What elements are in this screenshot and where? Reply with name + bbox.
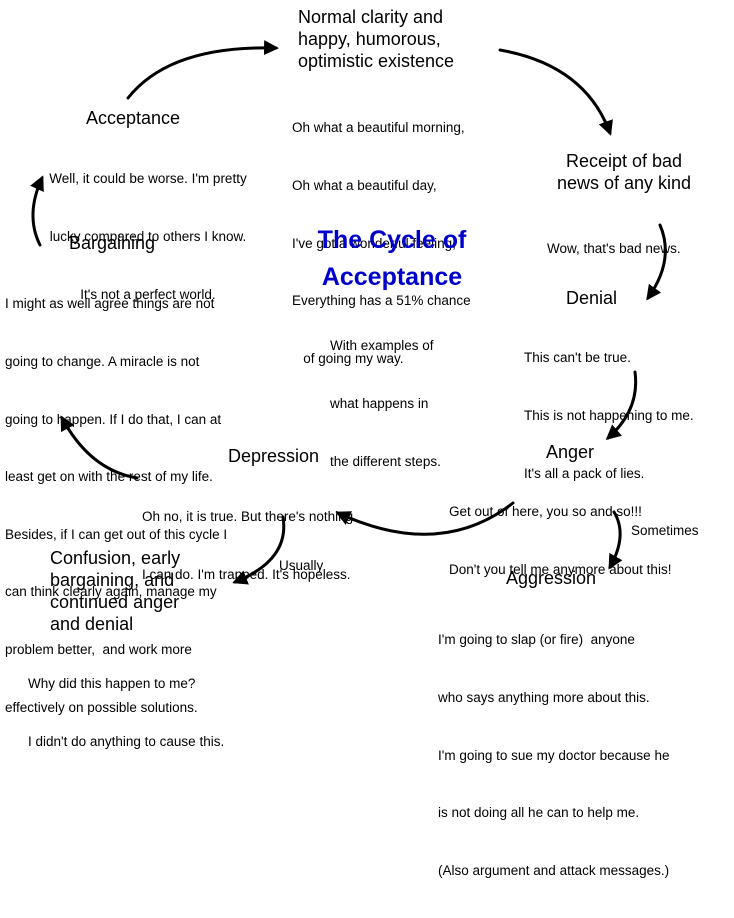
text-line: I've got a wonderful feeling, [292, 235, 456, 251]
text-line: Besides, if I can get out of this cycle … [5, 526, 228, 542]
stage-acceptance-heading: Acceptance [86, 107, 180, 129]
text-line: Oh no, it is true. But there's nothing [142, 509, 354, 525]
heading-line: continued anger [50, 592, 180, 612]
heading-line: Anger [546, 442, 595, 462]
heading-line: bargaining, and [50, 570, 175, 590]
stage-acceptance-text: Well, it could be worse. I'm pretty luck… [22, 131, 274, 342]
arrow-depression-to-bargaining [60, 415, 139, 480]
arrow-anger-to-aggression [608, 510, 623, 570]
arrow-bargaining-to-acceptance [30, 175, 44, 247]
heading-line: optimistic existence [298, 51, 455, 71]
text-line: lucky compared to others I know. [49, 229, 247, 245]
text-line: going to happen. If I do that, I can at [5, 411, 222, 427]
text-line: Don't you tell me anymore about this! [449, 562, 672, 578]
subtitle-line: the different steps. [330, 453, 441, 469]
stage-confusion-heading: Confusion, early bargaining, and continu… [50, 547, 180, 635]
text-line: Why did this happen to me? [28, 676, 196, 692]
text-line: effectively on possible solutions. [5, 699, 198, 715]
subtitle-line: what happens in [330, 396, 429, 412]
arrow-anger-to-depression [335, 501, 515, 536]
text-line: (Also argument and attack messages.) [438, 862, 670, 878]
text-line: This can't be true. [524, 350, 631, 366]
text-line: problem better, and work more [5, 642, 192, 658]
text-line: Well, it could be worse. I'm pretty [49, 171, 247, 187]
text-line: I'm going to slap (or fire) anyone [438, 632, 635, 648]
text-line: least get on with the rest of my life. [5, 469, 213, 485]
text-line: Wow, that's bad news. [547, 241, 681, 257]
stage-aggression-text: I'm going to slap (or fire) anyone who s… [438, 592, 669, 918]
edge-label-usually: Usually [279, 558, 324, 573]
heading-line: and denial [50, 614, 134, 634]
cycle-diagram: Normal clarity and happy, humorous, opti… [5, 6, 713, 878]
stage-normal: Normal clarity and happy, humorous, opti… [298, 6, 454, 72]
text-line: going to change. A miracle is not [5, 354, 200, 370]
heading-line: happy, humorous, [298, 29, 441, 49]
subtitle-line: With examples of [330, 338, 434, 354]
text-line: I'm going to sue my doctor because he [438, 747, 670, 763]
heading-line: Normal clarity and [298, 7, 444, 27]
stage-normal-heading: Normal clarity and happy, humorous, opti… [298, 6, 454, 72]
arrow-normal-to-receipt [498, 48, 613, 136]
heading-line: Bargaining [69, 233, 156, 253]
stage-depression-text: Oh no, it is true. But there's nothing I… [142, 469, 353, 623]
heading-line: news of any kind [556, 173, 692, 193]
text-line: Everything has a 51% chance [292, 293, 471, 309]
text-line: It's not a perfect world. [80, 286, 216, 302]
arrow-acceptance-to-normal [126, 40, 279, 100]
arrow-receipt-to-denial [646, 223, 667, 301]
text-line: is not doing all he can to help me. [438, 805, 640, 821]
stage-denial-heading: Denial [566, 287, 617, 309]
stage-receipt-text: Wow, that's bad news. [547, 201, 681, 297]
stage-depression-heading: Depression [228, 445, 319, 467]
stage-anger-heading: Anger [546, 441, 594, 463]
arrow-denial-to-anger [605, 370, 638, 440]
heading-line: Depression [228, 446, 320, 466]
text-line: I can do. I'm trapped. It's hopeless. [142, 567, 351, 583]
text-line: This is not happening to me. [524, 408, 694, 424]
stage-normal-text: Oh what a beautiful morning, Oh what a b… [292, 80, 471, 406]
text-line: I might as well agree things are not [5, 296, 215, 312]
title-line: The Cycle of [317, 226, 467, 254]
heading-line: Acceptance [86, 108, 181, 128]
stage-aggression-heading: Aggression [506, 567, 596, 589]
text-line: It's all a pack of lies. [524, 465, 645, 481]
text-line: of going my way. [292, 350, 404, 366]
diagram-title: The Cycle of Acceptance [292, 222, 492, 296]
heading-line: Aggression [506, 568, 597, 588]
edge-label-sometimes: Sometimes [631, 523, 699, 538]
diagram-subtitle: With examples of what happens in the dif… [330, 298, 441, 509]
text-line: Oh what a beautiful day, [292, 178, 437, 194]
text-line: Oh what a beautiful morning, [292, 120, 465, 136]
text-line: can think clearly again, manage my [5, 584, 217, 600]
text-line: Get out of here, you so and so!!! [449, 504, 642, 520]
heading-line: Denial [566, 288, 618, 308]
arrow-depression-to-confusion [232, 515, 286, 585]
heading-line: Receipt of bad [565, 151, 683, 171]
stage-receipt-heading: Receipt of bad news of any kind [535, 150, 713, 194]
text-line: who says anything more about this. [438, 690, 650, 706]
stage-bargaining-heading: Bargaining [69, 232, 155, 254]
stage-denial-text: This can't be true. This is not happenin… [524, 310, 694, 521]
title-line: Acceptance [321, 263, 463, 291]
arrows-layer [30, 40, 667, 585]
stage-anger-text: Get out of here, you so and so!!! Don't … [449, 464, 671, 618]
heading-line: Confusion, early [50, 548, 181, 568]
